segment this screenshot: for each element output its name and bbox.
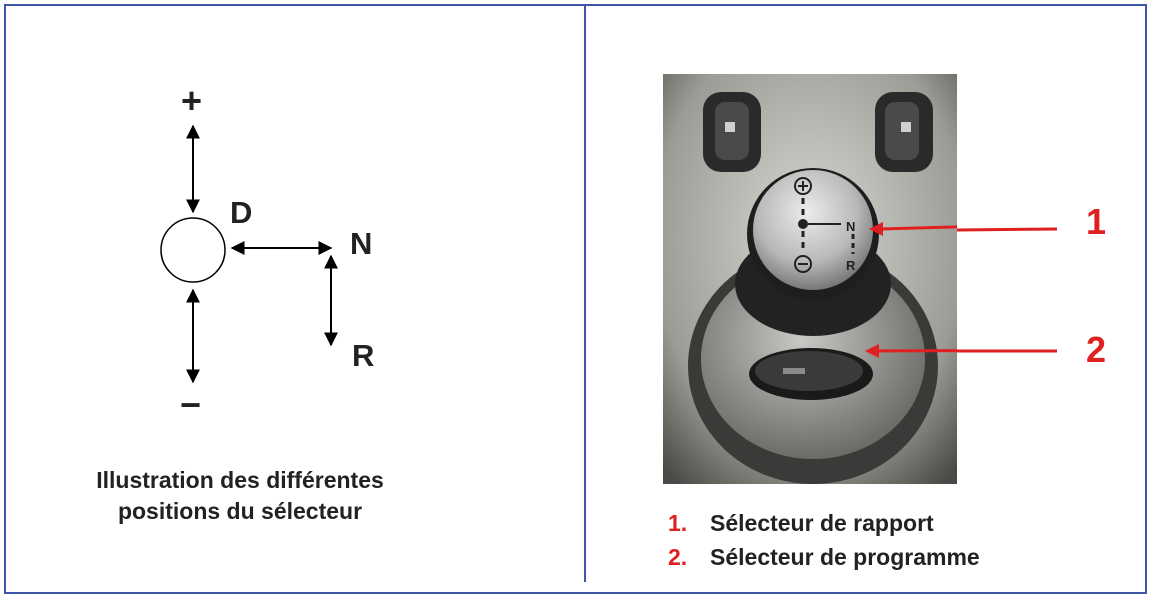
n-label: N — [350, 226, 373, 261]
legend-text-2: Sélecteur de programme — [710, 544, 980, 570]
gear-selector-photo: N R — [663, 74, 957, 484]
legend-number-1: 1. — [668, 510, 688, 536]
selector-position-circle — [160, 217, 226, 283]
diagram-caption: Illustration des différentes positions d… — [40, 465, 440, 527]
selector-diagram — [160, 124, 338, 384]
callout-2: 2 — [1086, 329, 1107, 370]
minus-label: − — [180, 384, 202, 425]
callout-1: 1 — [1086, 201, 1107, 242]
panel-divider — [584, 4, 586, 582]
d-label: D — [230, 195, 253, 230]
legend-item-2: 2. Sélecteur de programme — [668, 540, 980, 574]
legend-item-1: 1. Sélecteur de rapport — [668, 506, 980, 540]
plus-label: + — [181, 80, 203, 121]
photo-legend: 1. Sélecteur de rapport 2. Sélecteur de pr… — [668, 506, 980, 574]
legend-text-1: Sélecteur de rapport — [710, 510, 934, 536]
knob-n-label: N — [846, 219, 855, 234]
caption-line-2: positions du sélecteur — [117, 498, 363, 524]
legend-number-2: 2. — [668, 544, 688, 570]
r-label: R — [352, 338, 375, 373]
caption-line-1: Illustration des différentes — [96, 467, 384, 493]
knob-r-label: R — [846, 258, 856, 273]
